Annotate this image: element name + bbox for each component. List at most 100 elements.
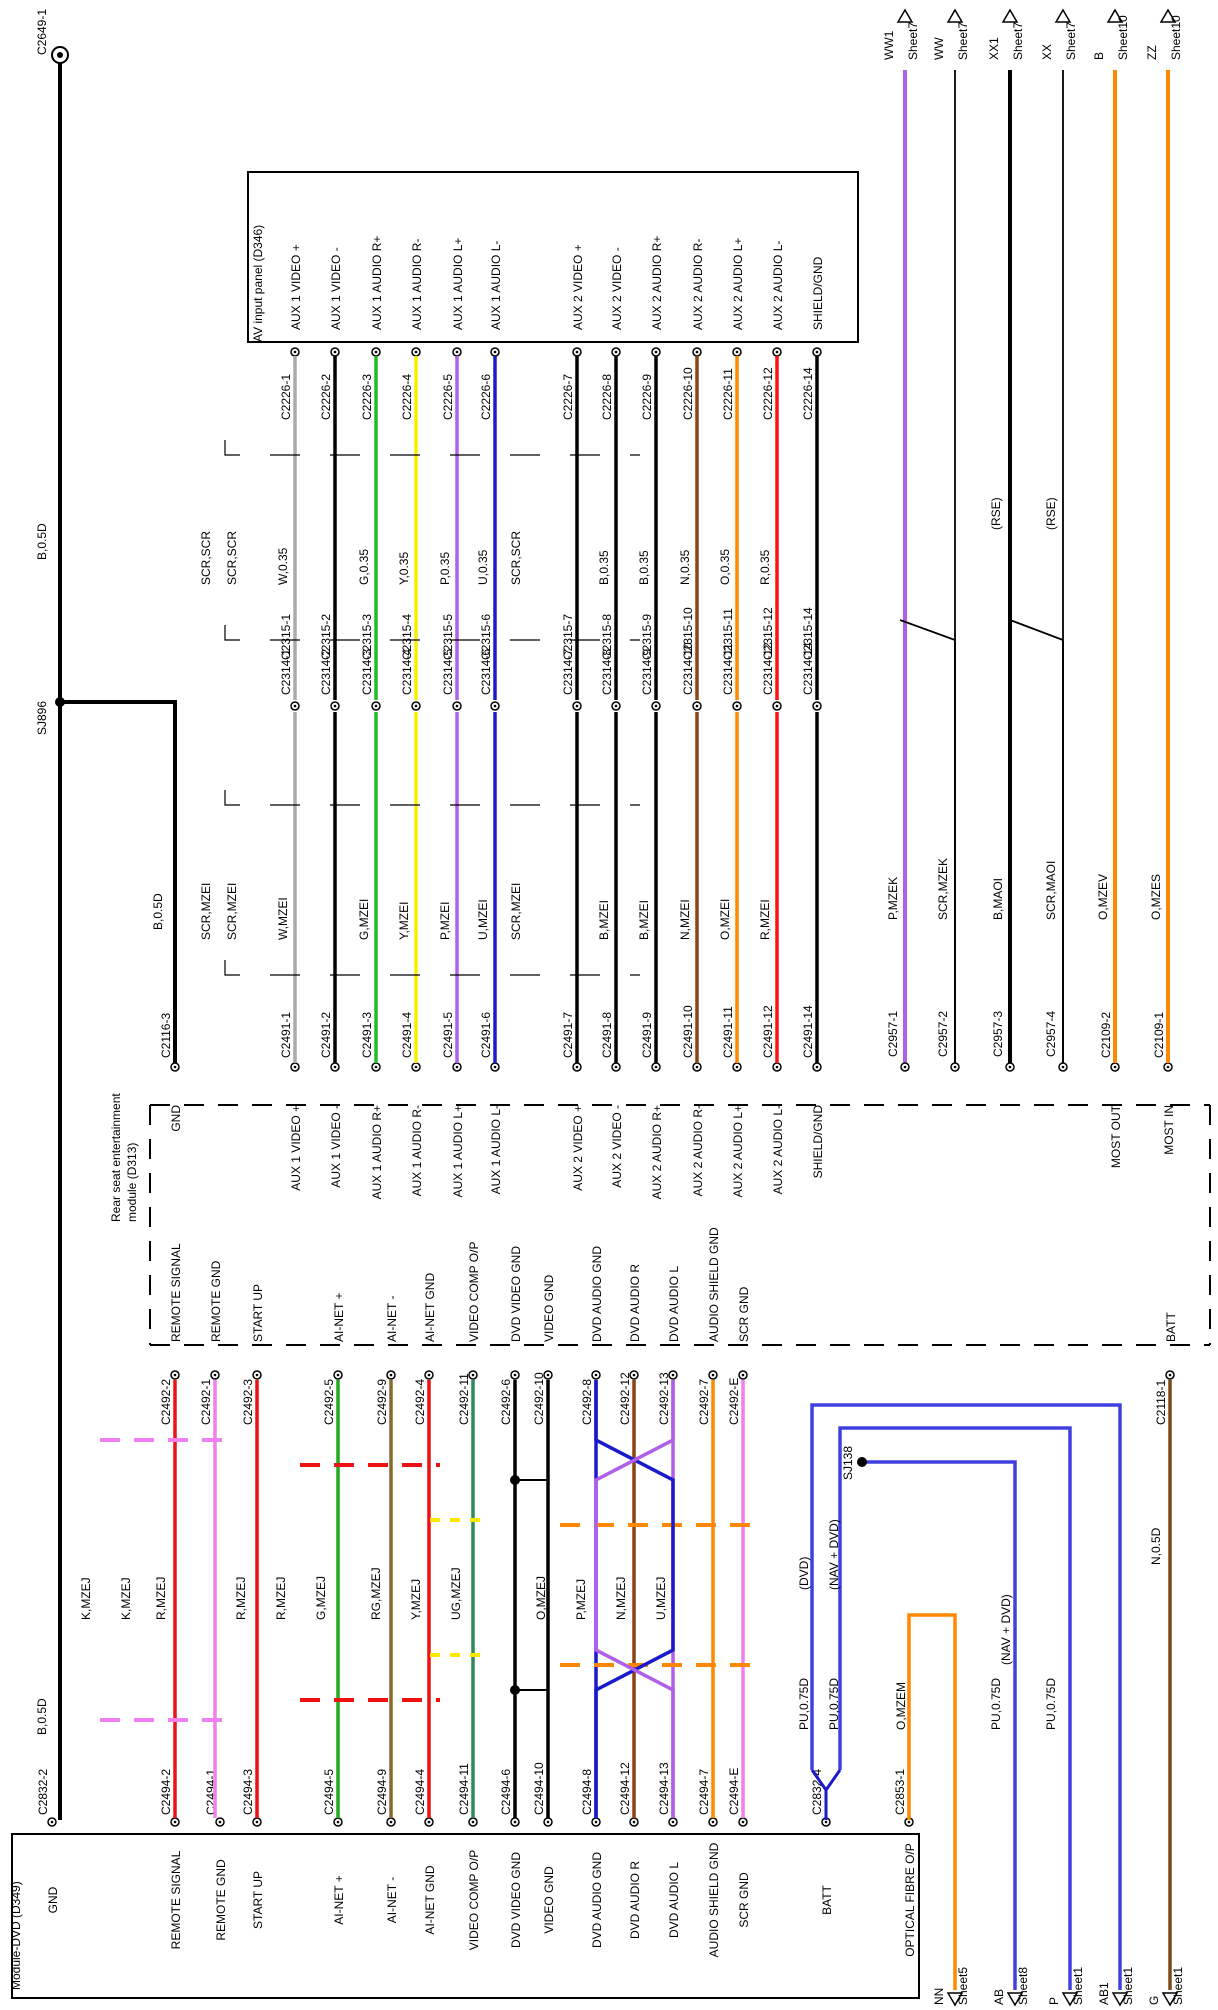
power-tag: (NAV + DVD)	[999, 1594, 1013, 1665]
dvd-connector-pin	[386, 1817, 396, 1827]
scr-wire	[899, 619, 956, 1063]
c2314-label: C2314-4	[400, 649, 414, 695]
c2314-label: C2314-9	[640, 649, 654, 695]
c2315-label: C2315-4	[400, 614, 414, 660]
rse-left-connector-label: C2492-9	[375, 1379, 389, 1425]
rse-right-pin	[452, 1062, 462, 1072]
ground-splice-label: SJ896	[35, 701, 49, 735]
dvd-connector-pin	[543, 1817, 553, 1827]
rse-right-pin	[290, 1062, 300, 1072]
right-wire-label: SCR,MAOI	[1044, 861, 1058, 920]
dvd-connector-pin	[629, 1817, 639, 1827]
av-connector-label: C2226-4	[400, 374, 414, 420]
rse-title-line2: module (D313)	[125, 1143, 139, 1222]
offsheet-sheet: Sheet5	[956, 1967, 970, 2005]
av-connector-label: C2226-7	[561, 374, 575, 420]
dvd-connector-pin	[510, 1817, 520, 1827]
rse-left-pin-label: BATT	[1164, 1312, 1178, 1342]
offsheet-id: XX1	[987, 37, 1001, 60]
av-pin-label: AUX 2 AUDIO R-	[691, 239, 705, 330]
av-pin-label: AUX 2 VIDEO -	[610, 247, 624, 330]
c2315-label: C2315-2	[319, 614, 333, 660]
power-wire	[838, 1426, 1072, 1990]
ground-wire-label: B,0.5D	[35, 523, 49, 560]
rse-left-pin	[668, 1370, 678, 1380]
av-connector-pin	[732, 347, 742, 357]
c2315-label: C2315-10	[681, 607, 695, 660]
c2314-label: C2314-8	[600, 649, 614, 695]
aux-wire-label: B,MZEI	[637, 900, 651, 940]
ground-wire-label: B,0.5D	[151, 893, 165, 930]
aux-wire-label: P,0.35	[438, 552, 452, 585]
offsheet-sheet: Sheet10	[1116, 15, 1130, 60]
rse-right-pin-label: AUX 1 AUDIO R+	[370, 1105, 384, 1199]
power-wire-label: PU,0.75D	[827, 1678, 841, 1730]
offsheet-arrow-icon	[1159, 8, 1177, 23]
rse-right-pin-label: MOST OUT	[1109, 1104, 1123, 1168]
harness-wire-label: Y,MZEJ	[409, 1579, 423, 1620]
batt-wire-label: N,0.5D	[1149, 1527, 1163, 1565]
offsheet-sheet: Sheet1	[1071, 1967, 1085, 2005]
av-connector-pin	[290, 347, 300, 357]
rse-left-connector-label: C2492-4	[413, 1379, 427, 1425]
c2315-label: C2315-7	[561, 614, 575, 660]
inline-connector-pin	[692, 701, 702, 711]
inline-connector-pin	[290, 701, 300, 711]
offsheet-sheet: Sheet1	[1121, 1967, 1135, 2005]
right-connector-label: C2957-3	[991, 1011, 1005, 1057]
offsheet-id: B	[1092, 52, 1106, 60]
c2314-label: C2314-12	[761, 642, 775, 695]
power-splice-dot	[857, 1457, 867, 1467]
rse-right-connector-label: C2491-9	[640, 1012, 654, 1058]
dvd-pin-label: OPTICAL FIBRE O/P	[903, 1843, 917, 1957]
rse-right-pin	[651, 1062, 661, 1072]
aux-wire-label: Y,0.35	[397, 552, 411, 585]
crossed-wire	[594, 1380, 675, 1818]
av-pin-label: AUX 1 VIDEO -	[329, 247, 343, 330]
c2315-label: C2315-9	[640, 614, 654, 660]
offsheet-arrow-icon	[896, 8, 914, 23]
aux-wire-label: B,MZEI	[597, 900, 611, 940]
ground-wire-label: B,0.5D	[35, 1698, 49, 1735]
harness-wire-label: O,MZEJ	[534, 1576, 548, 1620]
right-connector-pin	[900, 1062, 910, 1072]
dvd-connector-label: C2832-2	[36, 1769, 50, 1815]
offsheet-id: AB1	[1097, 1982, 1111, 2005]
rse-right-pin-label: GND	[169, 1105, 183, 1132]
av-connector-pin	[411, 347, 421, 357]
dvd-connector-label: C2494-6	[499, 1769, 513, 1815]
dvd-pin-label: DVD AUDIO L	[667, 1862, 681, 1938]
aux-wire-label: G,0.35	[357, 549, 371, 585]
inline-connector-pin	[611, 701, 621, 711]
rse-right-pin-label: AUX 2 AUDIO R+	[650, 1105, 664, 1199]
rse-right-pin	[1110, 1062, 1120, 1072]
dvd-connector-label: C2853-1	[893, 1769, 907, 1815]
harness-wire-label: R,MZEJ	[274, 1577, 288, 1620]
scr-label: SCR,SCR	[509, 531, 523, 585]
av-connector-pin	[490, 347, 500, 357]
right-connector-pin	[1005, 1062, 1015, 1072]
shield-bracket	[224, 960, 640, 976]
rse-left-pin-label: START UP	[251, 1284, 265, 1342]
offsheet-arrow-icon	[1054, 8, 1072, 23]
rse-left-pin-label: DVD AUDIO L	[667, 1266, 681, 1342]
dvd-module-title: Module-DVD (D349)	[9, 1881, 23, 1990]
offsheet-id: AB	[992, 1989, 1006, 2005]
offsheet-sheet: Sheet8	[1016, 1967, 1030, 2005]
rse-right-pin-label: AUX 1 AUDIO R-	[410, 1105, 424, 1196]
crossed-wire	[594, 1380, 675, 1818]
dvd-connector-pin	[215, 1817, 225, 1827]
c2314-label: C2314-3	[360, 649, 374, 695]
rse-right-connector-label: C2491-4	[400, 1012, 414, 1058]
harness-wire-label: N,MZEJ	[614, 1577, 628, 1620]
shield-bracket	[224, 625, 640, 641]
wire	[515, 1689, 549, 1818]
ground-connector-label: C2649-1	[35, 9, 49, 55]
av-connector-label: C2226-9	[640, 374, 654, 420]
c2315-label: C2315-6	[479, 614, 493, 660]
c2314-label: C2314-1	[279, 649, 293, 695]
rse-left-connector-label: C2492-2	[159, 1379, 173, 1425]
harness-wire-label: K,MZEJ	[119, 1577, 133, 1620]
dvd-pin-label: SCR GND	[737, 1872, 751, 1928]
av-pin-label: AUX 1 AUDIO R+	[370, 236, 384, 330]
